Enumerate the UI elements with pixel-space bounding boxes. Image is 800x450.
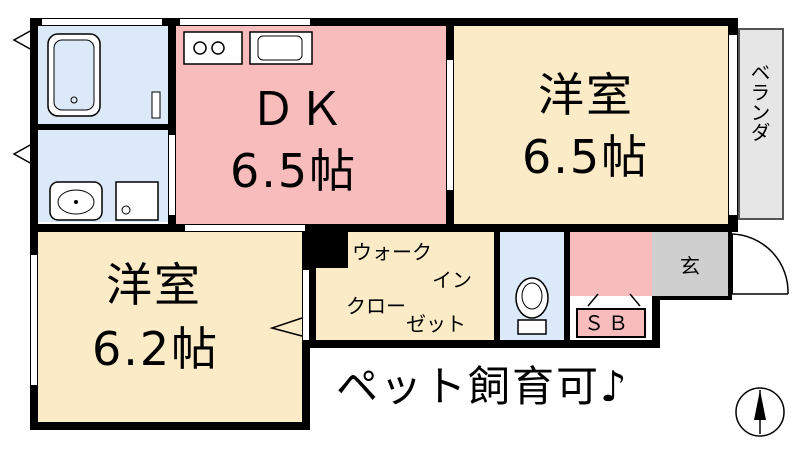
- door-swing-icon: [12, 29, 33, 51]
- storage-label: ＳＢ: [584, 311, 632, 335]
- storage-box: [576, 308, 646, 338]
- western-left-size: 6.2帖: [92, 322, 220, 376]
- faucet-icon: [151, 91, 161, 119]
- toilet-icon: [515, 277, 549, 335]
- door-swing-icon: [269, 317, 303, 337]
- closet-label-3: クロー: [346, 294, 406, 318]
- stove-icon: [183, 31, 243, 65]
- door-swing-icon: [12, 143, 33, 165]
- western-room-right: [454, 26, 728, 224]
- western-room-left: [38, 232, 302, 422]
- washbasin-icon: [49, 181, 103, 221]
- western-right-name: 洋室: [538, 68, 634, 122]
- washing-machine-icon: [115, 181, 159, 221]
- hallway: [570, 232, 652, 296]
- veranda: [738, 28, 784, 220]
- dk-name: ＤＫ: [250, 82, 346, 136]
- dk-size: 6.5帖: [230, 144, 358, 198]
- western-left-name: 洋室: [106, 258, 202, 312]
- closet-label-4: ゼット: [406, 312, 466, 336]
- closet-door-icon: [587, 293, 641, 307]
- bathtub-icon: [47, 33, 101, 117]
- entrance-label: 玄: [680, 254, 700, 278]
- north-arrow-icon: [735, 387, 785, 437]
- veranda-label: ベランダ: [747, 62, 771, 142]
- entrance: [652, 232, 730, 296]
- kitchen-sink-icon: [249, 31, 313, 65]
- entrance-door-icon: [731, 233, 789, 295]
- western-right-size: 6.5帖: [522, 130, 650, 184]
- pet-note: ペット飼育可♪: [336, 362, 629, 411]
- closet-label-2: イン: [432, 268, 472, 292]
- closet-label-1: ウォーク: [352, 240, 432, 264]
